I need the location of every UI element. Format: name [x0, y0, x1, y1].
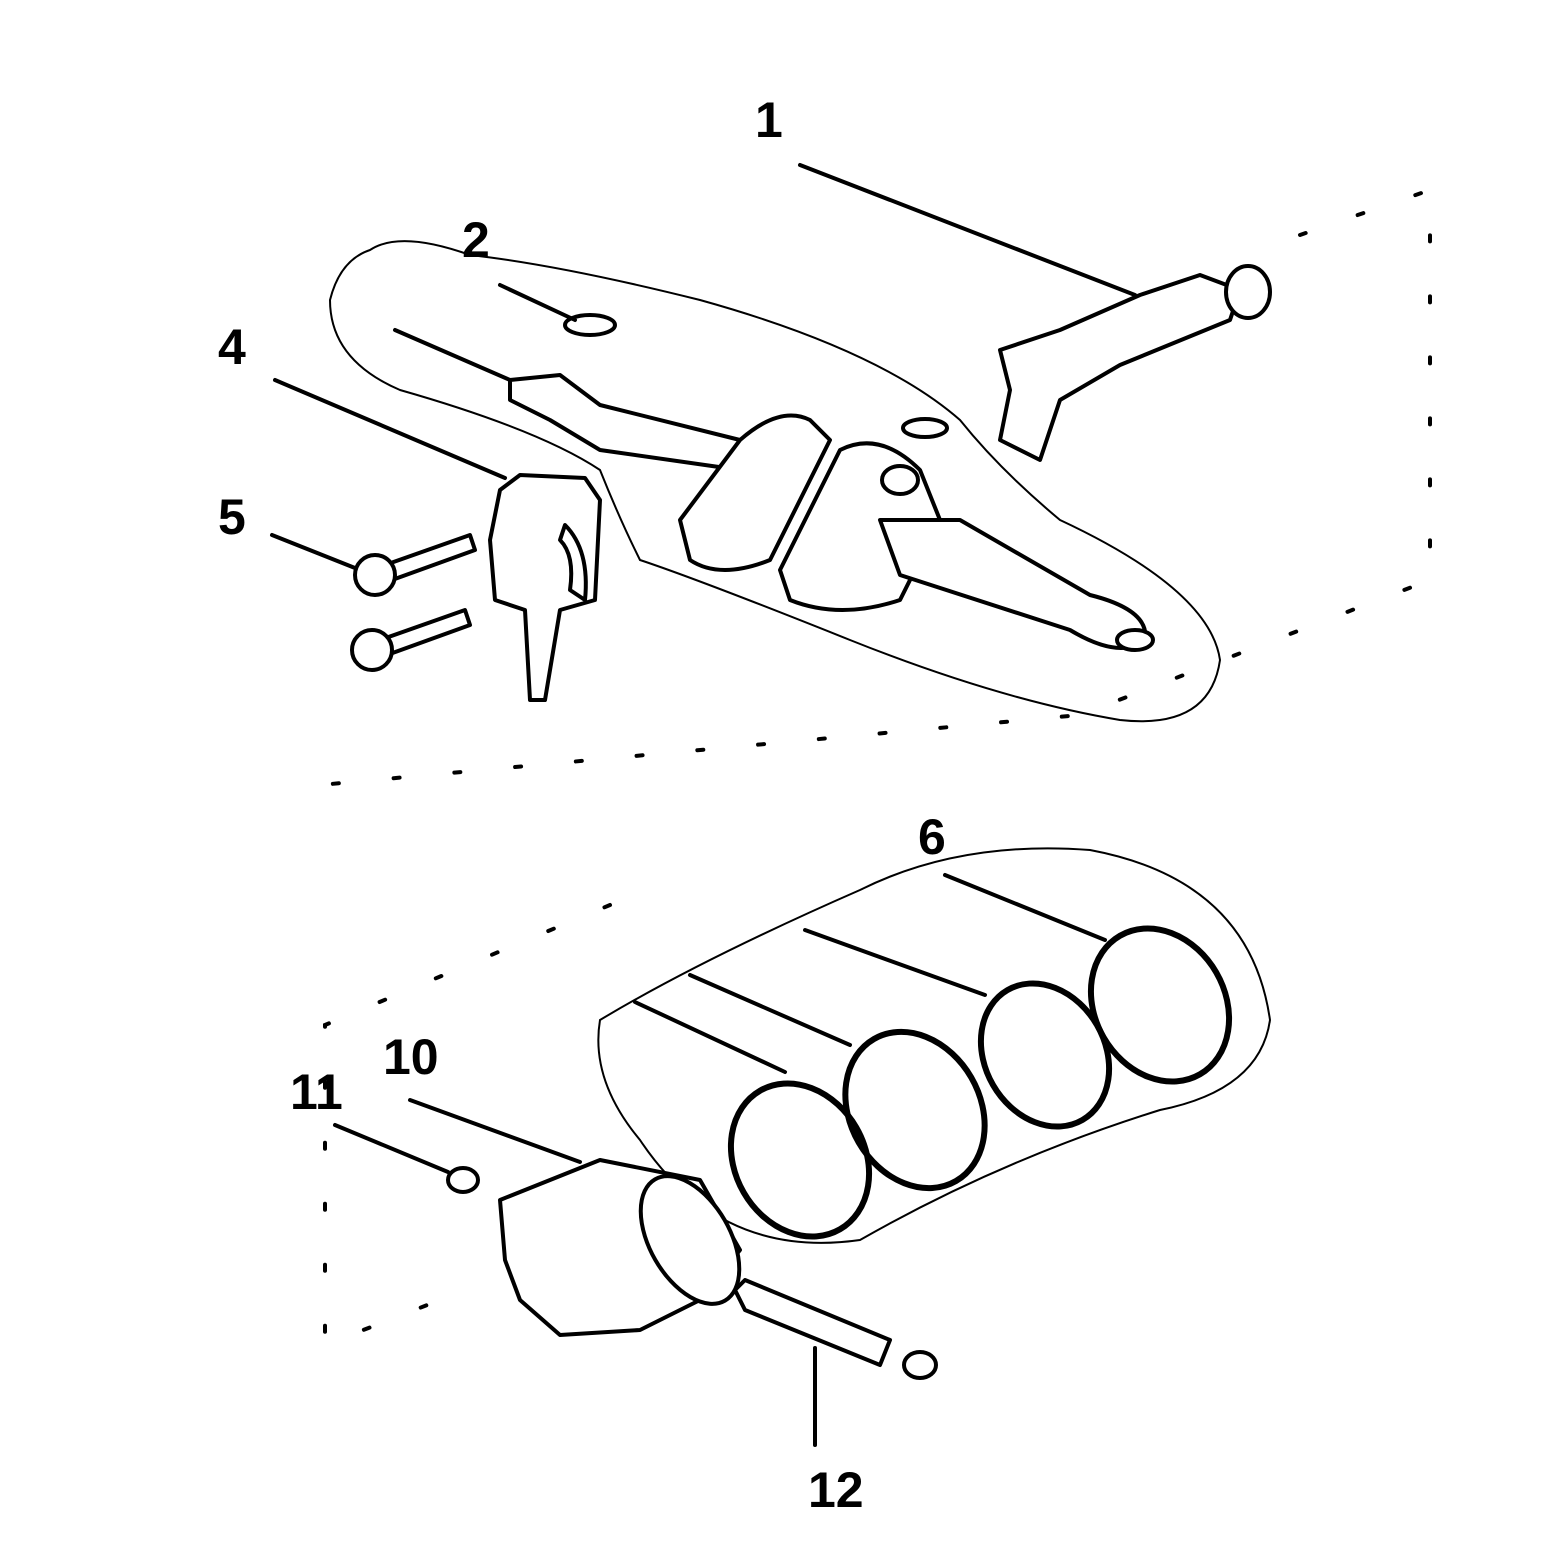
leader-line-11 — [333, 1123, 450, 1174]
leader-line-10 — [408, 1098, 582, 1164]
alignment-line-top — [318, 187, 1432, 787]
crankshaft-group-outline — [328, 240, 1222, 723]
callout-6: 6 — [918, 809, 946, 865]
callout-4: 4 — [218, 319, 246, 375]
rod-cap — [488, 473, 602, 702]
leader-line-6d — [633, 1000, 787, 1074]
leader-line-4 — [273, 378, 507, 480]
leader-line-6a — [943, 873, 1107, 942]
leader-line-2 — [498, 283, 577, 322]
callout-12: 12 — [808, 1462, 864, 1518]
circlip-right — [902, 1350, 938, 1380]
leader-line-5 — [270, 533, 357, 570]
piston — [498, 1158, 742, 1337]
leader-line-1 — [798, 163, 1137, 297]
piston-pin — [733, 1278, 892, 1367]
callout-2: 2 — [462, 212, 490, 268]
bolts — [350, 533, 477, 672]
circlip-left — [446, 1166, 480, 1194]
connecting-rod — [998, 264, 1272, 462]
crankshaft — [508, 313, 1155, 652]
piston-rings — [727, 925, 1233, 1240]
callout-10: 10 — [383, 1029, 439, 1085]
callout-5: 5 — [218, 489, 246, 545]
leader-line-6c — [688, 973, 852, 1047]
callout-11: 11 — [290, 1064, 343, 1120]
callout-1: 1 — [755, 92, 783, 148]
leader-line-6b — [803, 928, 987, 997]
leader-line-2b — [393, 328, 512, 382]
